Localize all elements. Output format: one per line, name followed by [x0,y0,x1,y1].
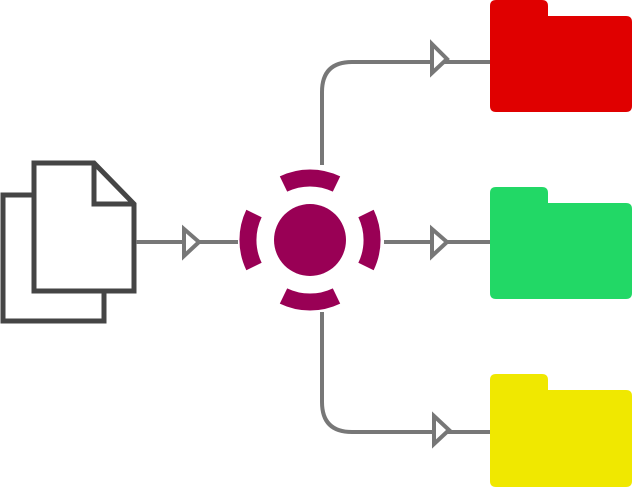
arrow-middle [430,224,450,261]
bottom-branch-line [320,312,492,434]
top-branch-line [320,60,492,165]
folder-icon-red [490,0,632,112]
hub-ring-top [279,169,341,192]
hub-ring-right [358,209,381,271]
connectors [136,39,492,449]
document-fold [91,163,134,207]
distribution-hub-icon [239,169,381,311]
front-document [31,160,137,294]
arrow-input [182,224,202,261]
folder-icon-green [490,187,632,299]
hub-ring-bottom [279,288,341,311]
hub-ring-left [239,209,262,271]
folder-icon-yellow [490,374,632,487]
arrow-bottom [432,411,452,449]
arrow-top [430,39,450,78]
documents-icon [0,160,137,324]
hub-core [274,204,346,276]
